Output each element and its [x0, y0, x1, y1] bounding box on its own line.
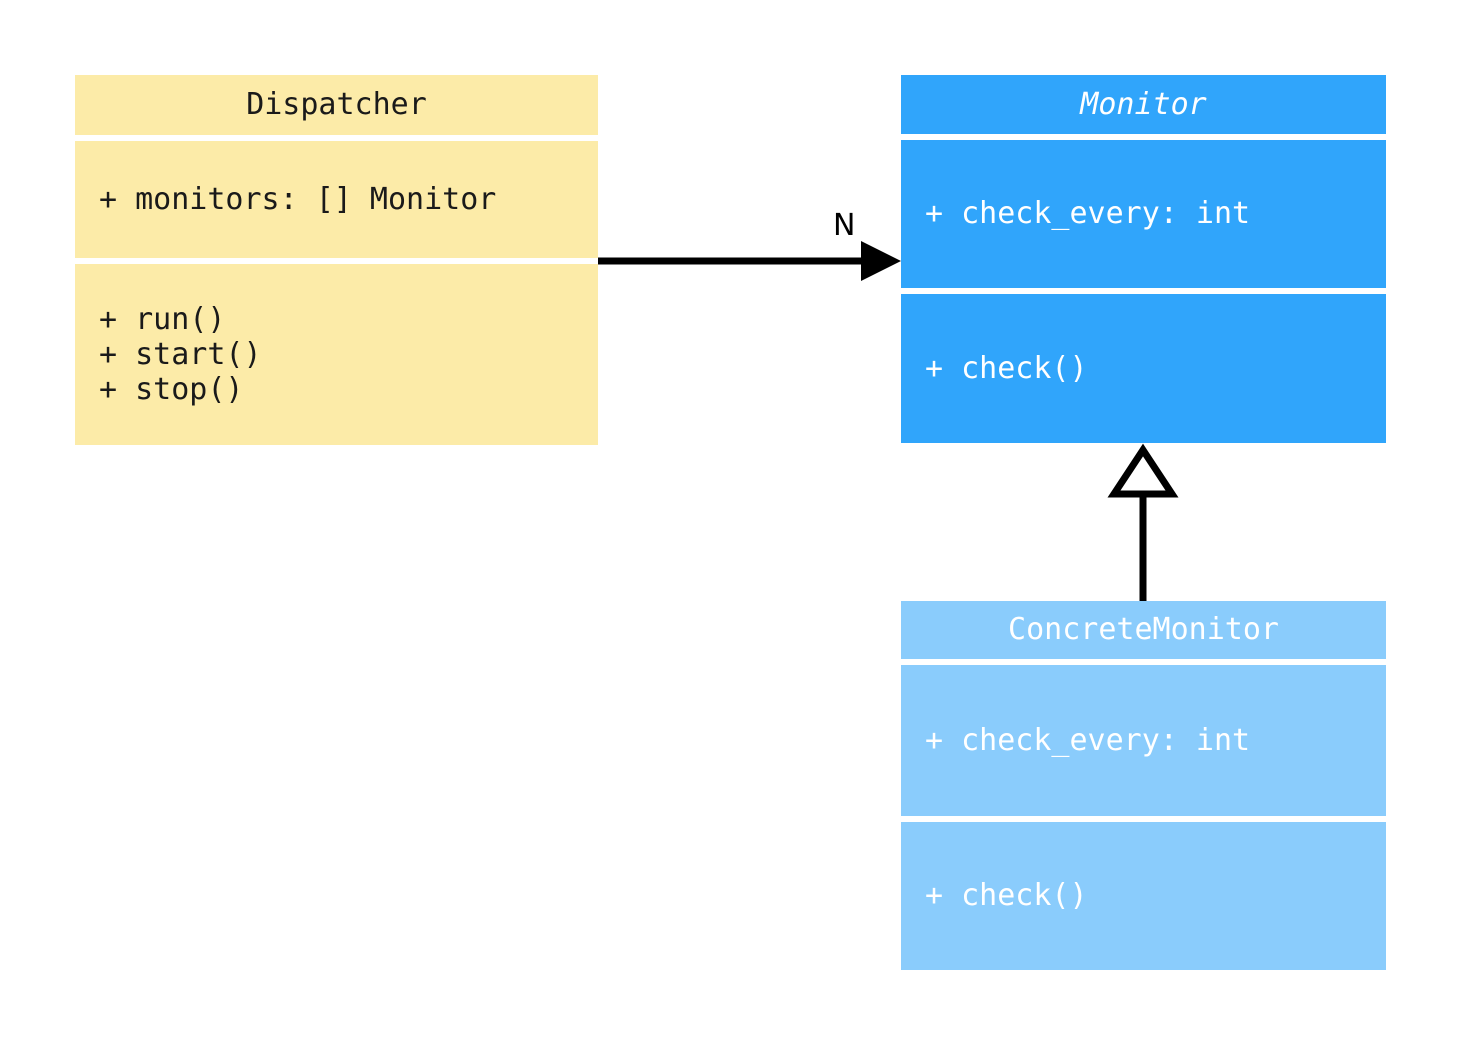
- class-name-concrete-monitor: ConcreteMonitor: [1008, 612, 1279, 648]
- class-name-dispatcher: Dispatcher: [246, 87, 427, 123]
- compartment-separator: [75, 135, 598, 141]
- class-title-compartment-dispatcher: Dispatcher: [75, 75, 598, 135]
- compartment-separator: [901, 134, 1386, 140]
- operation-row: + start(): [99, 336, 262, 372]
- filled-arrowhead-icon: [861, 241, 901, 281]
- compartment-separator: [901, 816, 1386, 822]
- class-operations-compartment-dispatcher: + run() + start() + stop(): [75, 264, 598, 445]
- class-operations-compartment-concrete-monitor: + check(): [901, 822, 1386, 970]
- compartment-separator: [901, 659, 1386, 665]
- association-dispatcher-to-monitor[interactable]: [598, 241, 901, 281]
- class-attributes-compartment-monitor: + check_every: int: [901, 140, 1386, 288]
- class-attributes-compartment-dispatcher: + monitors: [] Monitor: [75, 141, 598, 258]
- operation-row: + check(): [925, 350, 1088, 386]
- class-attributes-compartment-concrete-monitor: + check_every: int: [901, 665, 1386, 816]
- class-box-dispatcher[interactable]: Dispatcher + monitors: [] Monitor + run(…: [75, 75, 598, 445]
- class-operations-compartment-monitor: + check(): [901, 294, 1386, 443]
- compartment-separator: [75, 258, 598, 264]
- class-title-compartment-concrete-monitor: ConcreteMonitor: [901, 601, 1386, 659]
- class-title-compartment-monitor: Monitor: [901, 75, 1386, 134]
- class-name-monitor: Monitor: [1080, 86, 1207, 122]
- class-box-concrete-monitor[interactable]: ConcreteMonitor + check_every: int + che…: [901, 601, 1386, 970]
- attribute-row: + monitors: [] Monitor: [99, 181, 497, 217]
- generalization-concrete-monitor-to-monitor[interactable]: [1107, 443, 1179, 601]
- compartment-separator: [901, 288, 1386, 294]
- operation-row: + run(): [99, 301, 226, 337]
- attribute-row: + check_every: int: [925, 722, 1251, 758]
- operation-row: + check(): [925, 878, 1088, 914]
- hollow-triangle-arrowhead-icon: [1107, 443, 1179, 498]
- association-multiplicity-label: N: [833, 208, 856, 243]
- attribute-row: + check_every: int: [925, 196, 1251, 232]
- class-box-monitor[interactable]: Monitor + check_every: int + check(): [901, 75, 1386, 443]
- operation-row: + stop(): [99, 372, 244, 408]
